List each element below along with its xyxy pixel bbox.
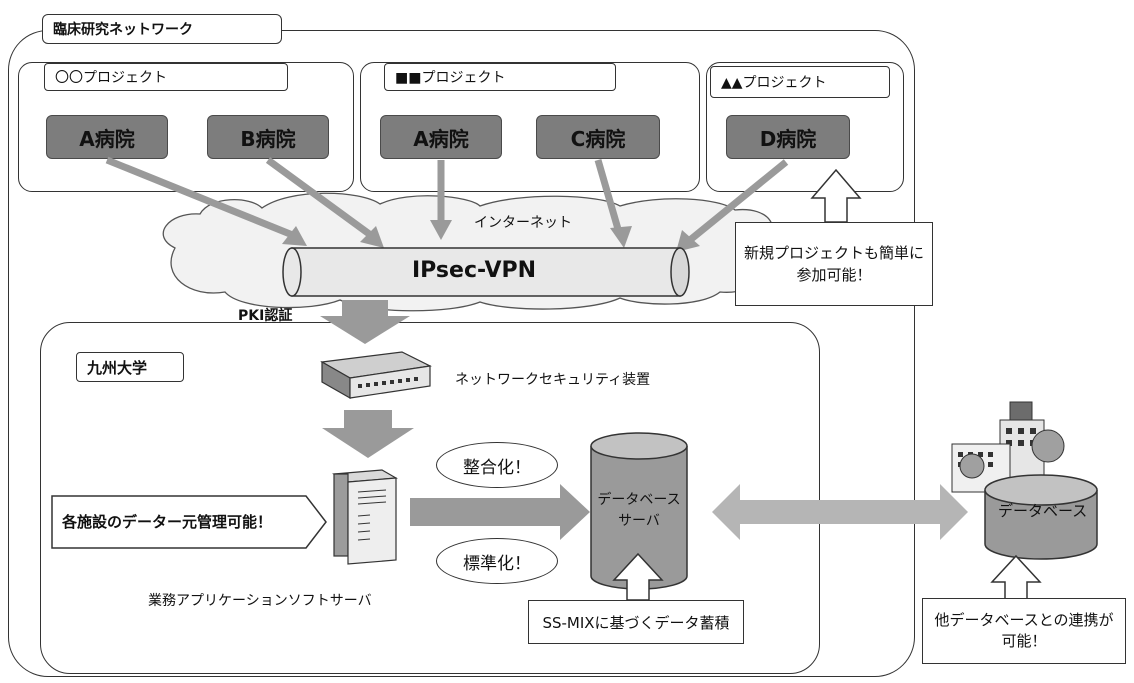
project-title-1: 〇〇プロジェクト bbox=[44, 63, 288, 91]
network-title: 臨床研究ネットワーク bbox=[42, 14, 282, 44]
new-project-note: 新規プロジェクトも簡単に 参加可能！ bbox=[735, 222, 933, 306]
hospital-b: B病院 bbox=[207, 115, 329, 159]
server-to-db-arrow bbox=[410, 484, 590, 540]
external-note-line2: 可能！ bbox=[1001, 632, 1047, 650]
vpn-label: IPsec-VPN bbox=[412, 258, 537, 283]
security-device-label: ネットワークセキュリティ装置 bbox=[455, 372, 651, 388]
standardization-badge: 標準化！ bbox=[436, 538, 558, 584]
hospital-d: D病院 bbox=[726, 115, 850, 159]
integration-badge: 整合化！ bbox=[436, 442, 558, 488]
central-management-callout-shape bbox=[51, 495, 327, 549]
project-title-2: ■■プロジェクト bbox=[384, 63, 616, 91]
double-arrow-db-link bbox=[712, 484, 968, 540]
db-server-label-line2: サーバ bbox=[618, 513, 660, 529]
external-database-icon bbox=[951, 401, 1098, 560]
new-project-note-line2: 参加可能！ bbox=[796, 266, 872, 284]
hospital-a-1: A病院 bbox=[46, 115, 168, 159]
ssmix-note: SS-MIXに基づくデータ蓄積 bbox=[528, 600, 744, 644]
central-management-text: 各施設のデーター元管理可能！ bbox=[62, 513, 273, 531]
external-note-line1: 他データベースとの連携が bbox=[934, 611, 1114, 629]
hospital-a-2: A病院 bbox=[380, 115, 502, 159]
security-device-icon bbox=[320, 351, 432, 400]
pki-down-arrow bbox=[320, 300, 410, 344]
app-server-label: 業務アプリケーションソフトサーバ bbox=[148, 593, 372, 609]
project-title-3: ▲▲プロジェクト bbox=[710, 66, 890, 98]
database-server-icon bbox=[590, 432, 688, 590]
vpn-pipe-icon bbox=[282, 247, 690, 297]
app-server-icon bbox=[332, 469, 398, 565]
hospital-arrows bbox=[105, 156, 789, 243]
university-title: 九州大学 bbox=[76, 352, 184, 382]
new-project-note-line1: 新規プロジェクトも簡単に bbox=[743, 243, 924, 262]
external-note: 他データベースとの連携が 可能！ bbox=[922, 598, 1126, 664]
internet-label: インターネット bbox=[474, 215, 572, 231]
hospital-c: C病院 bbox=[536, 115, 660, 159]
db-server-label: データベース サーバ bbox=[591, 490, 687, 532]
db-server-label-line1: データベース bbox=[597, 492, 681, 508]
pki-label: PKI認証 bbox=[238, 308, 293, 324]
up-arrow-new-project bbox=[810, 168, 862, 223]
external-db-label: データベース bbox=[998, 502, 1088, 520]
down-arrow-to-server bbox=[322, 410, 414, 458]
up-arrow-external bbox=[990, 554, 1042, 601]
